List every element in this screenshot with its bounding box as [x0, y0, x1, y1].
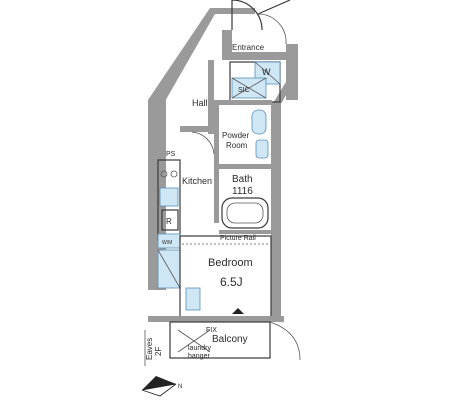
balcony-outline	[169, 321, 271, 359]
bath-bottom-wall	[219, 230, 272, 234]
bath-size-label: 1116	[232, 186, 253, 197]
bath-west-wall	[214, 105, 219, 223]
bedroom-size-label: 6.5J	[220, 275, 243, 289]
hall-wall-bottom	[180, 126, 210, 132]
laundry-label-1: laundry	[188, 345, 211, 352]
eaves-label: Eaves	[145, 338, 154, 360]
compass-icon: N	[141, 376, 182, 397]
kitchen-sink	[159, 187, 179, 207]
bath-label: Bath	[232, 174, 253, 185]
r-label: R	[166, 217, 172, 226]
entrance-label: Entrance	[232, 43, 265, 52]
entrance-wall	[222, 30, 290, 60]
compass-arrow	[142, 376, 176, 390]
entrance-door	[231, 0, 263, 31]
picture-rail-label: Picture Rail	[220, 235, 256, 242]
powder-door-arc	[191, 131, 215, 155]
compass-arrow-half	[141, 383, 177, 397]
w-label: W	[262, 67, 271, 77]
stove-burner-1	[160, 170, 168, 178]
laundry-hanger-mark	[177, 329, 211, 353]
powder-room-bottom-wall	[214, 164, 272, 169]
storage	[185, 287, 201, 311]
bedroom-label: Bedroom	[208, 257, 253, 269]
sic-cross-2	[231, 77, 267, 99]
laundry-label-2: hanger	[188, 353, 210, 360]
entrance-door-arc	[257, 13, 287, 45]
floor-label: 2F	[154, 347, 163, 356]
closet-cross	[157, 249, 181, 289]
balcony-label: Balcony	[212, 334, 248, 345]
compass-north-label: N	[178, 384, 182, 390]
hall-wall-left	[208, 60, 214, 134]
powder-room-label-1: Powder	[222, 131, 249, 140]
wm-label: W/M	[162, 240, 172, 246]
hall-label: Hall	[192, 98, 208, 108]
refrigerator	[161, 209, 179, 231]
balcony-door-marker	[232, 308, 244, 314]
w-cross-1	[254, 61, 281, 85]
toilet	[251, 109, 267, 135]
stove-burner-2	[170, 170, 178, 178]
sink	[255, 139, 269, 159]
balcony-curve	[269, 321, 301, 361]
entrance-door-leaf	[257, 0, 291, 15]
bathtub-inner	[226, 202, 264, 224]
bathtub	[221, 197, 269, 229]
kitchen-label: Kitchen	[182, 176, 212, 186]
west-wall-inner	[148, 148, 158, 290]
east-diagonal-wall	[271, 62, 298, 320]
fix-label: FIX	[206, 327, 217, 334]
south-wall	[148, 316, 284, 322]
sic-label: SIC	[238, 87, 250, 94]
powder-room-label-2: Room	[226, 141, 248, 150]
ps-label: PS	[166, 151, 176, 158]
powder-room-top-wall	[214, 100, 272, 105]
